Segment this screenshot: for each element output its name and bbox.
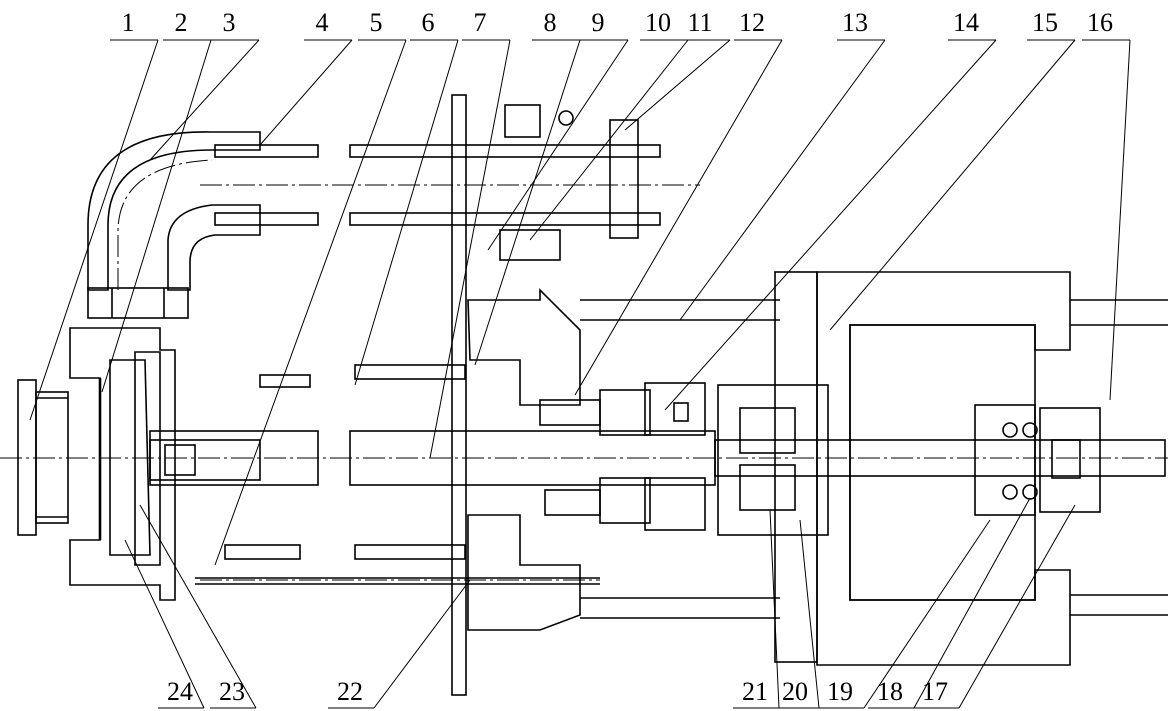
callout-label-11: 11 xyxy=(687,8,712,37)
callout-label-20: 20 xyxy=(782,677,808,706)
leader-line-17 xyxy=(958,504,1076,709)
callout-label-17: 17 xyxy=(922,677,948,706)
end-cover-part-1 xyxy=(17,379,69,536)
outlet-pipe-part-4 xyxy=(214,119,661,239)
leader-line-10 xyxy=(529,39,689,241)
leader-line-11 xyxy=(624,39,731,131)
leader-line-4 xyxy=(259,39,353,146)
callout-label-8: 8 xyxy=(544,8,557,37)
frame-part-15 xyxy=(816,271,1168,666)
callout-label-13: 13 xyxy=(842,8,868,37)
leader-line-24 xyxy=(124,539,205,709)
leader-line-3 xyxy=(149,39,260,161)
callout-label-4: 4 xyxy=(316,8,329,37)
callout-label-3: 3 xyxy=(223,8,236,37)
callout-label-7: 7 xyxy=(474,8,487,37)
leader-line-13 xyxy=(679,39,886,321)
leader-line-2 xyxy=(101,39,212,393)
callout-label-18: 18 xyxy=(877,677,903,706)
leader-line-1 xyxy=(29,39,159,421)
label-row-bottom: 24 23 22 21 20 19 18 17 xyxy=(167,677,948,706)
leader-line-20 xyxy=(799,519,820,709)
leader-line-18 xyxy=(913,497,1031,709)
leader-line-14 xyxy=(664,39,997,411)
callout-label-6: 6 xyxy=(422,8,435,37)
leader-line-7 xyxy=(429,39,511,459)
callout-label-15: 15 xyxy=(1032,8,1058,37)
bulkhead-wall-part-8 xyxy=(451,94,467,696)
callout-label-5: 5 xyxy=(370,8,383,37)
drive-shaft-part-7 xyxy=(149,430,1166,486)
leader-line-12 xyxy=(574,39,783,396)
pump-casing xyxy=(69,327,261,601)
elbow-pipe-part-3 xyxy=(87,131,261,319)
tie-rods-part-13 xyxy=(580,299,780,619)
callout-label-23: 23 xyxy=(219,677,245,706)
callout-label-1: 1 xyxy=(122,8,135,37)
leader-line-16 xyxy=(1109,39,1131,401)
leader-line-22 xyxy=(373,579,471,709)
callout-label-12: 12 xyxy=(739,8,765,37)
callout-label-19: 19 xyxy=(827,677,853,706)
callout-label-9: 9 xyxy=(592,8,605,37)
bearing-housing-part-21 xyxy=(717,271,829,663)
leader-line-8 xyxy=(474,39,581,366)
callout-label-22: 22 xyxy=(337,677,363,706)
flange-assembly xyxy=(467,104,706,631)
callout-label-14: 14 xyxy=(953,8,979,37)
callout-label-24: 24 xyxy=(167,677,193,706)
callout-label-21: 21 xyxy=(742,677,768,706)
callout-label-2: 2 xyxy=(175,8,188,37)
callout-label-10: 10 xyxy=(645,8,671,37)
leader-line-19 xyxy=(863,519,991,709)
coupling-housing xyxy=(974,404,1101,516)
intermediate-tube-part-6 xyxy=(195,364,600,585)
leader-line-5 xyxy=(214,39,407,566)
leader-line-15 xyxy=(829,39,1076,331)
callout-label-16: 16 xyxy=(1087,8,1113,37)
